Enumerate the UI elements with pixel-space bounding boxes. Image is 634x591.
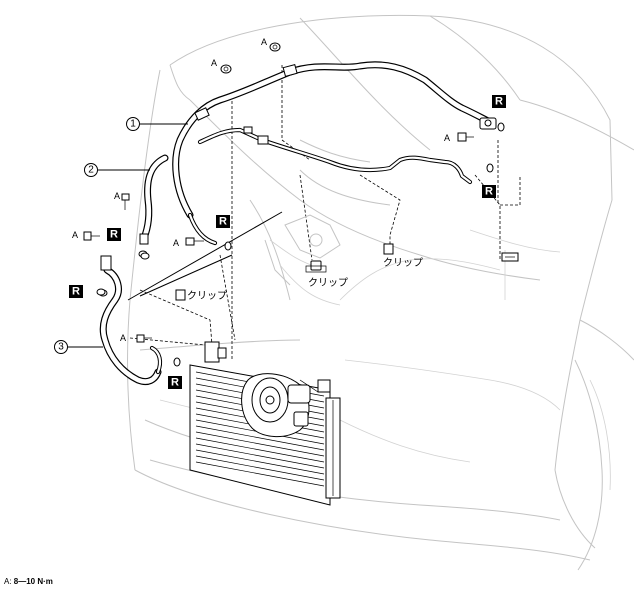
r-label-hose-2: R <box>107 228 121 241</box>
callout-3: 3 <box>54 340 103 354</box>
bolt-a-mid <box>185 237 204 246</box>
nut-a-top-left <box>220 64 232 74</box>
svg-text:A: A <box>72 230 78 240</box>
torque-prefix: A: <box>4 577 14 586</box>
clip-left <box>175 289 186 301</box>
svg-text:A: A <box>114 191 120 201</box>
svg-text:R: R <box>72 286 80 298</box>
clip-right <box>383 243 394 255</box>
replace-r-labels: R R R R R R <box>69 95 506 389</box>
vehicle-body-outline <box>127 14 634 571</box>
torque-value: 8—10 N·m <box>13 577 53 586</box>
svg-text:R: R <box>110 229 118 241</box>
r-label-hose-3: R <box>69 285 83 298</box>
r-label-top-right: R <box>492 95 506 108</box>
o-rings <box>96 122 505 367</box>
clip-labels: クリップ クリップ クリップ <box>187 257 423 302</box>
svg-text:R: R <box>485 186 493 198</box>
liquid-pipe <box>197 126 473 185</box>
bolt-a-right <box>457 132 474 142</box>
bolt-nut-symbols <box>83 42 474 343</box>
clip-center <box>305 260 327 273</box>
r-label-center: R <box>216 215 230 228</box>
svg-text:クリップ: クリップ <box>383 257 423 269</box>
r-label-right: R <box>482 185 496 198</box>
clips <box>175 243 519 301</box>
svg-text:R: R <box>171 377 179 389</box>
torque-footnote: A: 8—10 N·m <box>4 577 53 586</box>
nut-a-top-right <box>269 42 281 52</box>
bolt-a-lower <box>136 334 152 343</box>
callout-1: 1 <box>126 117 188 131</box>
compressor <box>241 373 319 437</box>
callout-2: 2 <box>84 163 150 177</box>
torque-labels: A A A A A A A <box>72 37 450 343</box>
svg-text:R: R <box>219 216 227 228</box>
svg-text:A: A <box>211 58 217 68</box>
bolt-a-hose-2 <box>121 193 130 210</box>
guide-lines <box>127 211 283 301</box>
svg-text:クリップ: クリップ <box>308 277 348 289</box>
svg-text:A: A <box>173 238 179 248</box>
svg-text:R: R <box>495 96 503 108</box>
bolt-a-hose-3 <box>83 231 100 241</box>
r-label-lower: R <box>168 376 182 389</box>
svg-text:3: 3 <box>58 342 64 353</box>
engine-bracket <box>264 214 341 286</box>
svg-text:1: 1 <box>130 119 136 130</box>
svg-text:A: A <box>120 333 126 343</box>
suction-hose-part-1 <box>172 61 497 246</box>
svg-text:2: 2 <box>88 165 94 176</box>
discharge-hose-part-2 <box>138 154 169 258</box>
svg-text:A: A <box>261 37 267 47</box>
svg-text:クリップ: クリップ <box>187 290 227 302</box>
hose-part-3 <box>98 255 163 386</box>
svg-text:A: A <box>444 133 450 143</box>
bracket-right <box>501 252 519 262</box>
